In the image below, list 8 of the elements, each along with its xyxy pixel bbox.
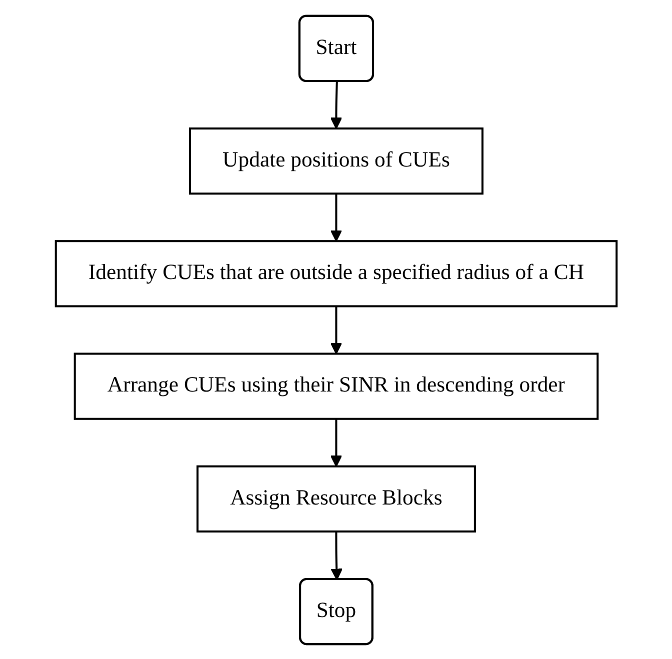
node-box: Arrange CUEs using their SINR in descending order: [74, 352, 598, 420]
arrow: [330, 418, 342, 466]
arrow: [330, 81, 342, 129]
node-box: Identify CUEs that are outside a specified radius of a CH: [54, 240, 618, 307]
arrow: [330, 306, 342, 354]
node-box: Assign Resource Blocks: [196, 464, 476, 532]
node-box: Update positions of CUEs: [188, 126, 484, 194]
arrow: [330, 193, 342, 242]
